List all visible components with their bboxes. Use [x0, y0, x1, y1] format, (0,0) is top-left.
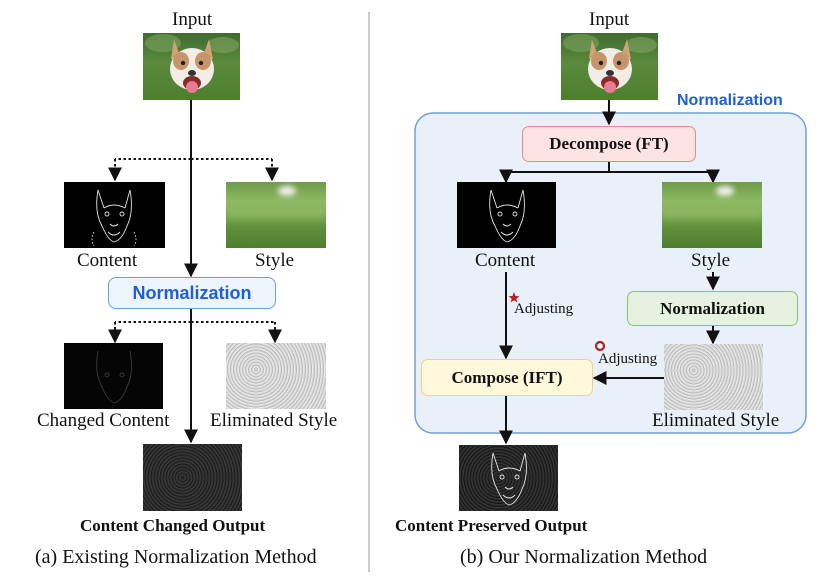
left-content-edge-image [64, 182, 165, 248]
right-group-title: Normalization [677, 92, 783, 109]
circle-marker-icon [594, 340, 606, 352]
right-normalization-label: Normalization [660, 298, 765, 318]
left-input-dog-image [143, 33, 240, 100]
left-normalization-label: Normalization [132, 282, 252, 303]
compose-box: Compose (IFT) [421, 359, 593, 396]
right-content-edge-image [457, 182, 556, 248]
adjusting-label-style: Adjusting [598, 351, 658, 367]
left-style-blur-image [226, 182, 326, 248]
right-style-label: Style [691, 250, 731, 271]
right-output-label: Content Preserved Output [395, 516, 588, 535]
left-caption: (a) Existing Normalization Method [35, 546, 317, 568]
left-output-label: Content Changed Output [80, 516, 266, 535]
decompose-box: Decompose (FT) [522, 126, 696, 162]
left-style-label: Style [255, 250, 295, 271]
left-normalization-box: Normalization [108, 277, 276, 309]
right-eliminated-style-label: Eliminated Style [652, 410, 780, 431]
right-input-label: Input [589, 9, 630, 30]
left-eliminated-style-label: Eliminated Style [210, 410, 338, 431]
right-normalization-box: Normalization [627, 291, 798, 326]
compose-label: Compose (IFT) [451, 367, 563, 387]
right-eliminated-style-image [664, 344, 763, 410]
right-input-dog-image [561, 33, 658, 100]
left-changed-content-label: Changed Content [37, 410, 170, 431]
left-output-image [143, 444, 242, 511]
right-caption: (b) Our Normalization Method [460, 546, 708, 568]
right-output-image [459, 445, 558, 511]
right-content-label: Content [475, 250, 536, 271]
left-input-label: Input [172, 9, 213, 30]
left-eliminated-style-image [226, 343, 326, 409]
star-marker-icon [508, 292, 520, 303]
left-changed-content-image [64, 343, 163, 409]
adjusting-label-content: Adjusting [514, 301, 574, 317]
right-style-blur-image [662, 182, 762, 248]
left-content-label: Content [77, 250, 138, 271]
decompose-label: Decompose (FT) [549, 134, 669, 153]
